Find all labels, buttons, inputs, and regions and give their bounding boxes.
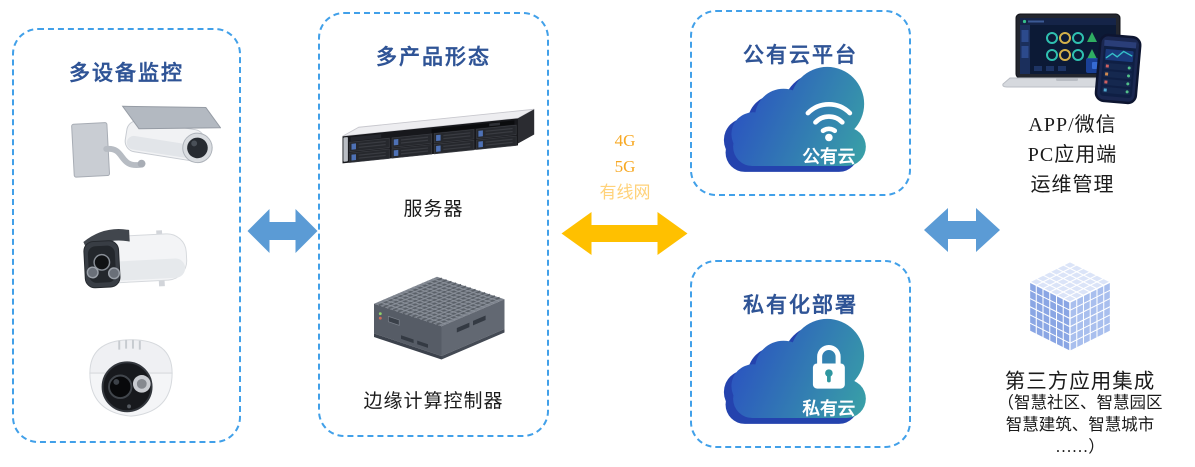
public-cloud-label: 公有云 bbox=[802, 146, 855, 167]
edge-controller-label: 边缘计算控制器 bbox=[363, 391, 504, 412]
network-line-5g: 5G bbox=[614, 157, 636, 176]
integration-title: 第三方应用集成 bbox=[1004, 371, 1156, 393]
integration-lines: （智慧社区、智慧园区 智慧建筑、智慧城市 ……） bbox=[960, 392, 1195, 458]
devices-box: 多设备监控 bbox=[12, 28, 241, 443]
client-section-labels: APP/微信 PC应用端 运维管理 bbox=[985, 110, 1160, 200]
cube-icon bbox=[1028, 260, 1112, 353]
private-cloud-title: 私有化部署 bbox=[743, 293, 858, 318]
private-cloud-icon: 私有云 bbox=[723, 318, 866, 424]
private-cloud-box: 私有化部署 私有云 bbox=[690, 260, 911, 448]
laptop-phone-icon bbox=[1002, 13, 1142, 105]
network-line-wired: 有线网 bbox=[599, 183, 651, 202]
wall-mount-camera-icon bbox=[71, 105, 221, 178]
private-cloud-label: 私有云 bbox=[802, 398, 855, 419]
public-cloud-title: 公有云平台 bbox=[743, 43, 858, 68]
client-line-pc: PC应用端 bbox=[1027, 144, 1118, 166]
products-box-title: 多产品形态 bbox=[376, 45, 491, 70]
products-box: 多产品形态 bbox=[318, 12, 549, 437]
edge-computing-box-icon bbox=[374, 276, 505, 360]
cloud-client-arrow bbox=[924, 208, 1000, 252]
dome-camera-icon bbox=[89, 339, 173, 417]
network-line-4g: 4G bbox=[614, 131, 636, 150]
devices-products-arrow bbox=[247, 209, 318, 253]
integration-line-3: ……） bbox=[1055, 437, 1105, 456]
bullet-camera-icon bbox=[83, 229, 188, 289]
integration-line-2: 智慧建筑、智慧城市 bbox=[1005, 415, 1155, 434]
lock-icon bbox=[812, 344, 845, 389]
devices-box-title: 多设备监控 bbox=[69, 61, 184, 86]
network-link-labels: 4G 5G 有线网 bbox=[565, 128, 685, 206]
server-label: 服务器 bbox=[403, 199, 464, 220]
rack-server-icon bbox=[342, 108, 535, 164]
integration-line-1: （智慧社区、智慧园区 bbox=[997, 393, 1163, 412]
client-line-ops: 运维管理 bbox=[1030, 174, 1115, 196]
public-cloud-icon: 公有云 bbox=[723, 66, 866, 172]
network-double-arrow bbox=[561, 212, 688, 255]
client-line-app: APP/微信 bbox=[1028, 114, 1117, 136]
wifi-icon bbox=[805, 102, 853, 134]
public-cloud-box: 公有云平台 公有云 bbox=[690, 10, 911, 196]
